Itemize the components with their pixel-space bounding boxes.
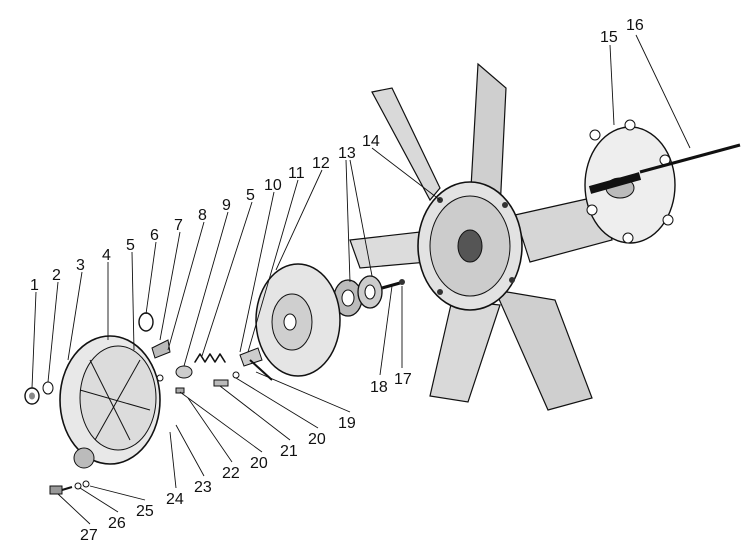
callout-8: 8: [198, 207, 207, 224]
fan-blade-upper-left: [371, 87, 441, 202]
callout-20b: 20: [250, 455, 268, 472]
callout-15: 15: [600, 29, 618, 46]
callout-6: 6: [150, 227, 159, 244]
callout-16: 16: [626, 17, 644, 34]
callout-5a: 5: [126, 237, 135, 254]
callout-19: 19: [338, 415, 356, 432]
callout-21: 21: [280, 443, 298, 460]
callout-18: 18: [370, 379, 388, 396]
leader-lines: [31, 34, 691, 525]
callout-4: 4: [102, 247, 111, 264]
linkage-parts: [213, 347, 273, 387]
spacer-17: [399, 279, 405, 285]
callout-1: 1: [30, 277, 39, 294]
callout-10: 10: [264, 177, 282, 194]
front-fasteners: [24, 381, 54, 405]
callout-27: 27: [80, 527, 98, 544]
fan-blade-lower-right: [494, 289, 593, 411]
fan-blade-left: [349, 231, 429, 269]
pulley-disc: [255, 263, 341, 377]
drive-shaft: [639, 143, 741, 174]
callout-26: 26: [108, 515, 126, 532]
callout-20a: 20: [308, 431, 326, 448]
callout-3: 3: [76, 257, 85, 274]
callout-9: 9: [222, 197, 231, 214]
callout-12: 12: [312, 155, 330, 172]
callout-11: 11: [288, 165, 305, 182]
spring-assembly: [175, 353, 226, 394]
fan-blade-lower-left: [429, 299, 501, 403]
clutch-cover: [59, 335, 161, 469]
callout-24: 24: [166, 491, 184, 508]
bottom-bolt: [49, 480, 90, 495]
callout-17: 17: [394, 371, 412, 388]
callout-14: 14: [362, 133, 380, 150]
callout-labels: 1 2 3 4 5 6 7 8 9 5 10 11 12 13 14 15 16…: [30, 17, 644, 544]
callout-23: 23: [194, 479, 212, 496]
callout-5b: 5: [246, 187, 255, 204]
callout-25: 25: [136, 503, 154, 520]
fan-hub: [417, 181, 523, 311]
callout-7: 7: [174, 217, 183, 234]
callout-13: 13: [338, 145, 356, 162]
callout-2: 2: [52, 267, 61, 284]
bearing-pair: [333, 275, 405, 317]
callout-22: 22: [222, 465, 240, 482]
rear-flange: [584, 119, 676, 244]
drive-shaft-body: [588, 172, 642, 194]
